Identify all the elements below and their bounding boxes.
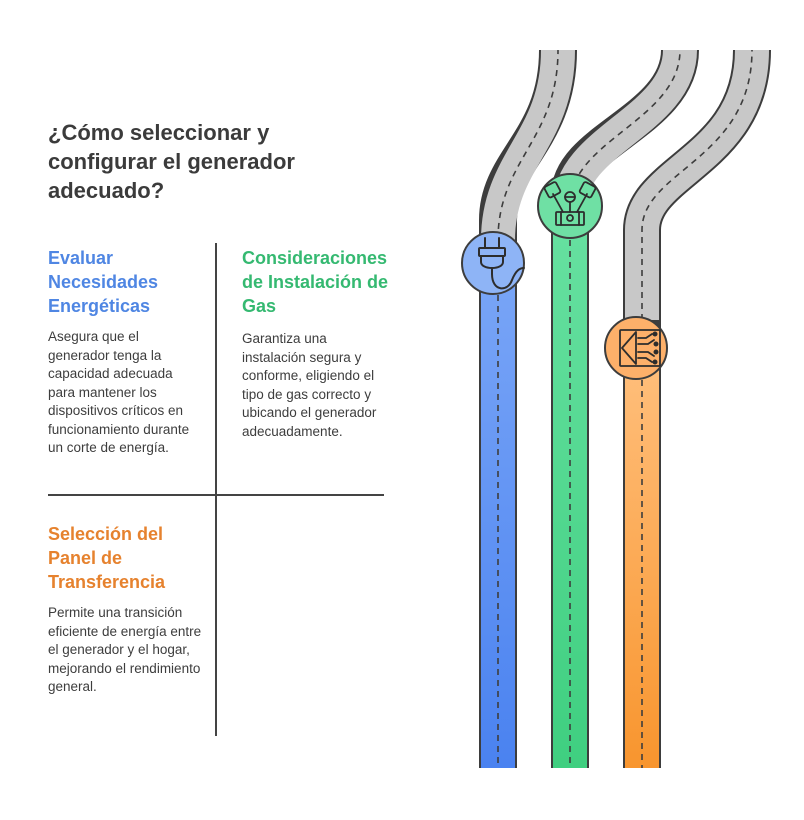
card-body-gas: Garantiza una instalación segura y confo… (242, 331, 377, 439)
plug-icon (461, 231, 525, 295)
gas-engine-icon (537, 173, 603, 239)
card-body-evaluar: Asegura que el generador tenga la capaci… (48, 329, 190, 455)
horizontal-divider (48, 494, 384, 496)
card-title-gas: Consideraciones de Instalación de Gas (242, 248, 389, 316)
road-orange (623, 49, 771, 768)
card-body-panel: Permite una transición eficiente de ener… (48, 605, 202, 694)
card-title-panel: Selección del Panel de Transferencia (48, 524, 166, 592)
transfer-panel-icon (604, 316, 668, 380)
card-title-evaluar: Evaluar Necesidades Energéticas (48, 248, 159, 316)
vertical-divider (215, 243, 217, 736)
road-blue (479, 49, 577, 768)
page-title: ¿Cómo seleccionar y configurar el genera… (48, 120, 295, 203)
